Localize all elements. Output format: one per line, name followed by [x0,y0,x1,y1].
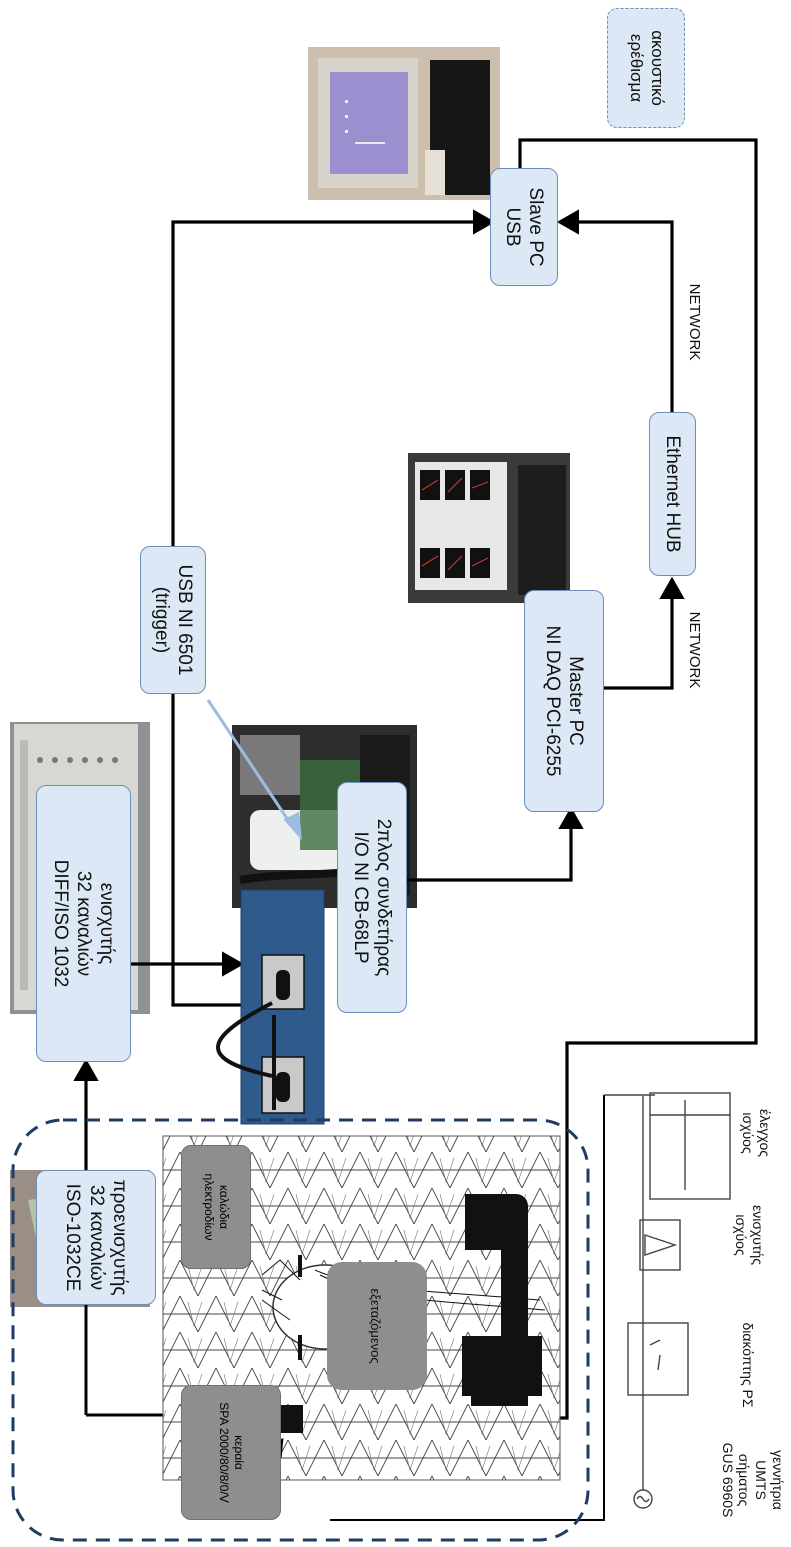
master-pc-line2: NI DAQ PCI-6255 [541,626,564,777]
amplifier-line3: DIFF/ISO 1032 [49,860,72,988]
generator-line2: UMTS [752,1420,769,1540]
antenna-line2: SPA 2000/80/8/0/V [216,1402,231,1503]
master-pc-box: Master PC NI DAQ PCI-6255 [524,590,604,812]
usb-trigger-box: USB NI 6501 (trigger) [140,546,206,694]
usb-trigger-line2: (trigger) [150,587,173,654]
electrode-cables-line1: καλώδια [216,1185,231,1229]
generator-line1: γεννήτρια [769,1420,786,1540]
connector-line2: I/O NI CB-68LP [349,832,372,964]
amplifier-line1: ενισχυτής [95,883,118,965]
ethernet-hub-label: Ethernet HUB [661,435,684,552]
acoustic-line1: ακουστικό [646,30,667,106]
amplifier-box: ενισχυτής 32 καναλιών DIFF/ISO 1032 [36,785,131,1062]
power-amplifier-line2: ισχύος [732,1190,749,1280]
antenna-label: κεραία SPA 2000/80/8/0/V [181,1385,281,1520]
power-control-label: έλεγχος ισχύος [739,1088,773,1178]
network-label-top: NETWORK [685,262,703,382]
electrode-cables-line2: ηλεκτροδίων [201,1174,216,1241]
network-label-bottom: NETWORK [685,590,703,710]
electrode-cables-label: καλώδια ηλεκτροδίων [181,1145,251,1269]
subject-label: εξεταζόμενος [367,1266,383,1386]
generator-line4: GUS 6960S [719,1420,736,1540]
preamplifier-box: προενισχυτής 32 καναλιών ISO-1032CE [36,1170,156,1305]
power-control-line1: έλεγχος [756,1088,773,1178]
slave-pc-line2: USB [501,207,524,246]
acoustic-stimulus-box: ακουστικό ερέθισμα [607,8,685,128]
rf-switch-label: διακόπτης ΡΣ [739,1300,756,1430]
preamplifier-line3: ISO-1032CE [61,1184,84,1292]
ethernet-hub-box: Ethernet HUB [649,412,696,576]
preamplifier-line2: 32 καναλιών [84,1185,107,1290]
usb-trigger-line1: USB NI 6501 [173,565,196,676]
power-amplifier-label: ενισχυτής ισχύος [732,1190,766,1280]
slave-pc-box: Slave PC USB [490,168,558,286]
preamplifier-line1: προενισχυτής [108,1180,131,1296]
connector-box: 2πλος συνδετήρας I/O NI CB-68LP [337,782,407,1013]
generator-label: γεννήτρια UMTS σήματος GUS 6960S [719,1420,786,1540]
power-amplifier-line1: ενισχυτής [749,1190,766,1280]
amplifier-line2: 32 καναλιών [72,871,95,976]
power-control-line2: ισχύος [739,1088,756,1178]
slave-pc-line1: Slave PC [524,187,547,266]
generator-line3: σήματος [736,1420,753,1540]
master-pc-line1: Master PC [564,656,587,746]
connector-line1: 2πλος συνδετήρας [372,819,395,977]
acoustic-line2: ερέθισμα [625,34,646,102]
antenna-line1: κεραία [231,1435,246,1470]
